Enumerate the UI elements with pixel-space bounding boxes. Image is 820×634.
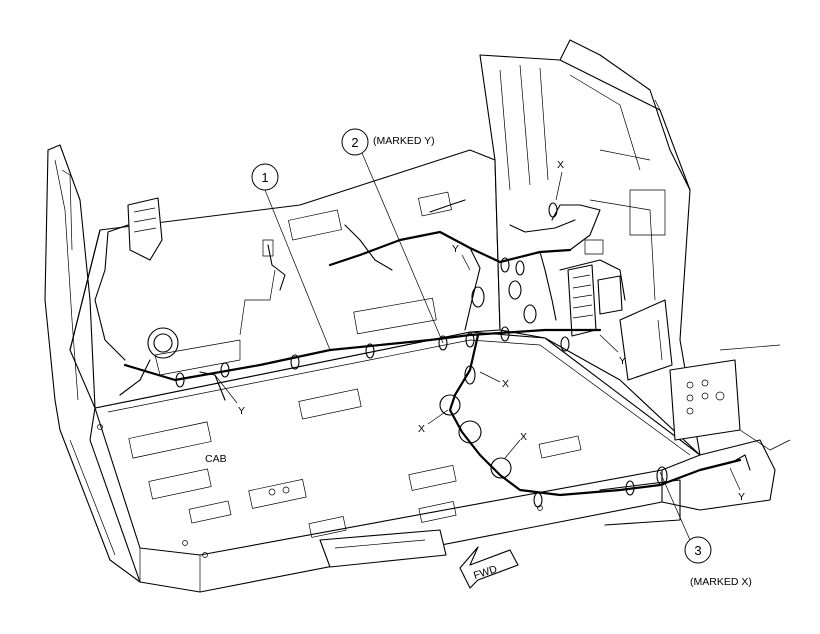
left-grommet — [119, 327, 179, 396]
floor-harness-1 — [123, 239, 602, 401]
left-door-pillar — [44, 144, 141, 583]
fwd-arrow: FWD — [459, 546, 519, 589]
harness-2-marked-y — [328, 202, 601, 331]
rear-floor-step — [319, 479, 681, 568]
y-mark: Y — [619, 355, 626, 367]
right-control-panel — [619, 299, 791, 511]
cab-floor-plate — [89, 331, 701, 593]
y-mark: Y — [452, 243, 459, 255]
x-mark: X — [520, 431, 527, 443]
x-mark: X — [502, 378, 509, 390]
y-mark: Y — [738, 491, 745, 503]
callout-2-number: 2 — [351, 135, 358, 150]
y-mark: Y — [238, 405, 245, 417]
callout-3-number: 3 — [694, 543, 701, 558]
callout-2: 2 (MARKED Y) — [341, 128, 444, 344]
callout-1-number: 1 — [261, 170, 268, 185]
callout-3: 3 (MARKED X) — [659, 471, 752, 588]
callout-1: 1 — [251, 163, 331, 351]
callout-3-note: (MARKED X) — [690, 576, 752, 588]
callout-2-note: (MARKED Y) — [373, 135, 435, 147]
x-mark: X — [557, 159, 564, 171]
x-mark: X — [418, 423, 425, 435]
rear-upper-harness — [429, 199, 626, 301]
cab-label: CAB — [205, 453, 227, 465]
left-connector-block — [94, 197, 163, 361]
harness-3-marked-x — [439, 333, 751, 508]
fuse-relay-block — [567, 239, 623, 337]
